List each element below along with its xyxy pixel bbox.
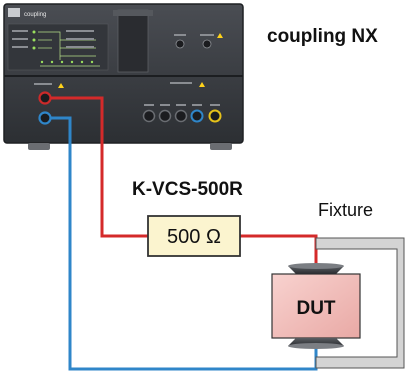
status-leds xyxy=(32,30,94,64)
red-wire-to-resistor xyxy=(51,96,148,238)
fixture-label: Fixture xyxy=(318,200,373,220)
center-module-slot xyxy=(117,9,149,73)
resistor-value: 500 Ω xyxy=(167,226,221,248)
output-jack-red xyxy=(38,91,52,105)
dut-label: DUT xyxy=(296,298,335,319)
device-name-label: coupling NX xyxy=(267,26,378,47)
module-handle xyxy=(113,10,153,16)
aux-connector-1 xyxy=(175,39,185,49)
status-text-marks xyxy=(12,30,94,48)
output-jack-blue xyxy=(38,111,52,125)
dut-block xyxy=(271,273,361,339)
resistor-box xyxy=(147,215,241,257)
red-wire-to-dut xyxy=(240,234,318,266)
brand-logo-icon xyxy=(8,8,20,17)
aux-connector-2 xyxy=(202,39,212,49)
top-electrode-cap xyxy=(288,263,344,269)
warning-icon-top xyxy=(217,33,223,38)
bottom-electrode-cap xyxy=(288,343,344,349)
fixture-frame xyxy=(315,237,405,369)
warning-icon-output xyxy=(58,83,64,88)
device-foot-right xyxy=(210,143,232,150)
resistor-module-name: K-VCS-500R xyxy=(132,179,243,200)
coupling-nx-device: coupling xyxy=(3,3,244,150)
warning-icon-aux xyxy=(199,82,205,87)
aux-jack-row xyxy=(142,109,222,123)
device-foot-left xyxy=(28,143,50,150)
panel-brand-text: coupling xyxy=(24,12,46,18)
